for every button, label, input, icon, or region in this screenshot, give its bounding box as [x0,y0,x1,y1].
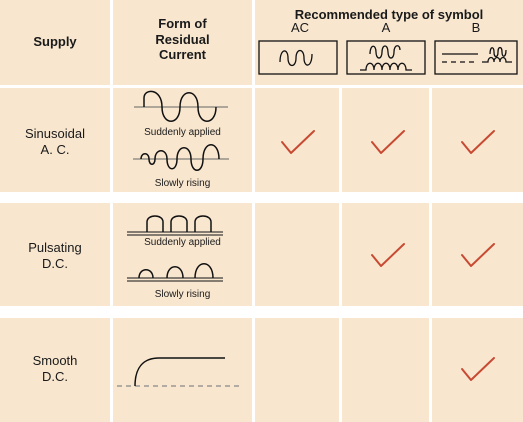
row3-b-check-icon [461,357,495,381]
row2-form-cell [113,203,252,306]
supply-header: Supply [33,34,77,49]
row2-a-check-icon [371,243,405,267]
pulsating-slowly-rising-waveform-icon [127,263,223,282]
row1-b-cell [432,88,523,192]
row1-b-check-icon [461,130,495,154]
row2-supply-cell [0,203,110,306]
pulsating-sudden-waveform-icon [127,215,223,236]
row1-a-check-icon [371,130,405,154]
row1-ac-cell [255,88,339,192]
row1-caption-slow: Slowly rising [154,178,211,189]
form-header: Form of Residual Current [155,16,210,63]
header-supply-cell [0,0,110,85]
row1-supply-cell [0,88,110,192]
a-type-symbol-icon [346,40,426,75]
row2-caption-sudden: Suddenly applied [144,237,221,248]
smooth-dc-waveform-icon [117,357,239,387]
type-ac-label: AC [290,20,310,35]
row3-supply-label: Smooth D.C. [32,353,78,384]
row2-ac-cell [255,203,339,306]
row2-supply-label: Pulsating D.C. [28,240,82,271]
row1-caption-sudden: Suddenly applied [144,127,221,138]
row3-b-cell [432,318,523,422]
type-b-label: B [471,20,481,35]
row1-ac-check-icon [281,130,315,154]
header-form-cell [113,0,252,85]
type-a-label: A [381,20,391,35]
row1-form-cell [113,88,252,192]
header-recommended-cell [255,0,523,85]
row3-form-cell [113,318,252,422]
row1-a-cell [342,88,429,192]
b-type-symbol-icon [434,40,518,75]
row2-caption-slow: Slowly rising [154,289,211,300]
ac-sudden-waveform-icon [134,90,228,122]
row2-a-cell [342,203,429,306]
row3-ac-cell [255,318,339,422]
recommended-header: Recommended type of symbol [294,7,484,22]
row2-b-check-icon [461,243,495,267]
row1-supply-label: Sinusoidal A. C. [25,126,85,157]
ac-type-symbol-icon [258,40,338,75]
row3-supply-cell [0,318,110,422]
ac-slowly-rising-waveform-icon [133,144,229,171]
row3-a-cell [342,318,429,422]
row2-b-cell [432,203,523,306]
